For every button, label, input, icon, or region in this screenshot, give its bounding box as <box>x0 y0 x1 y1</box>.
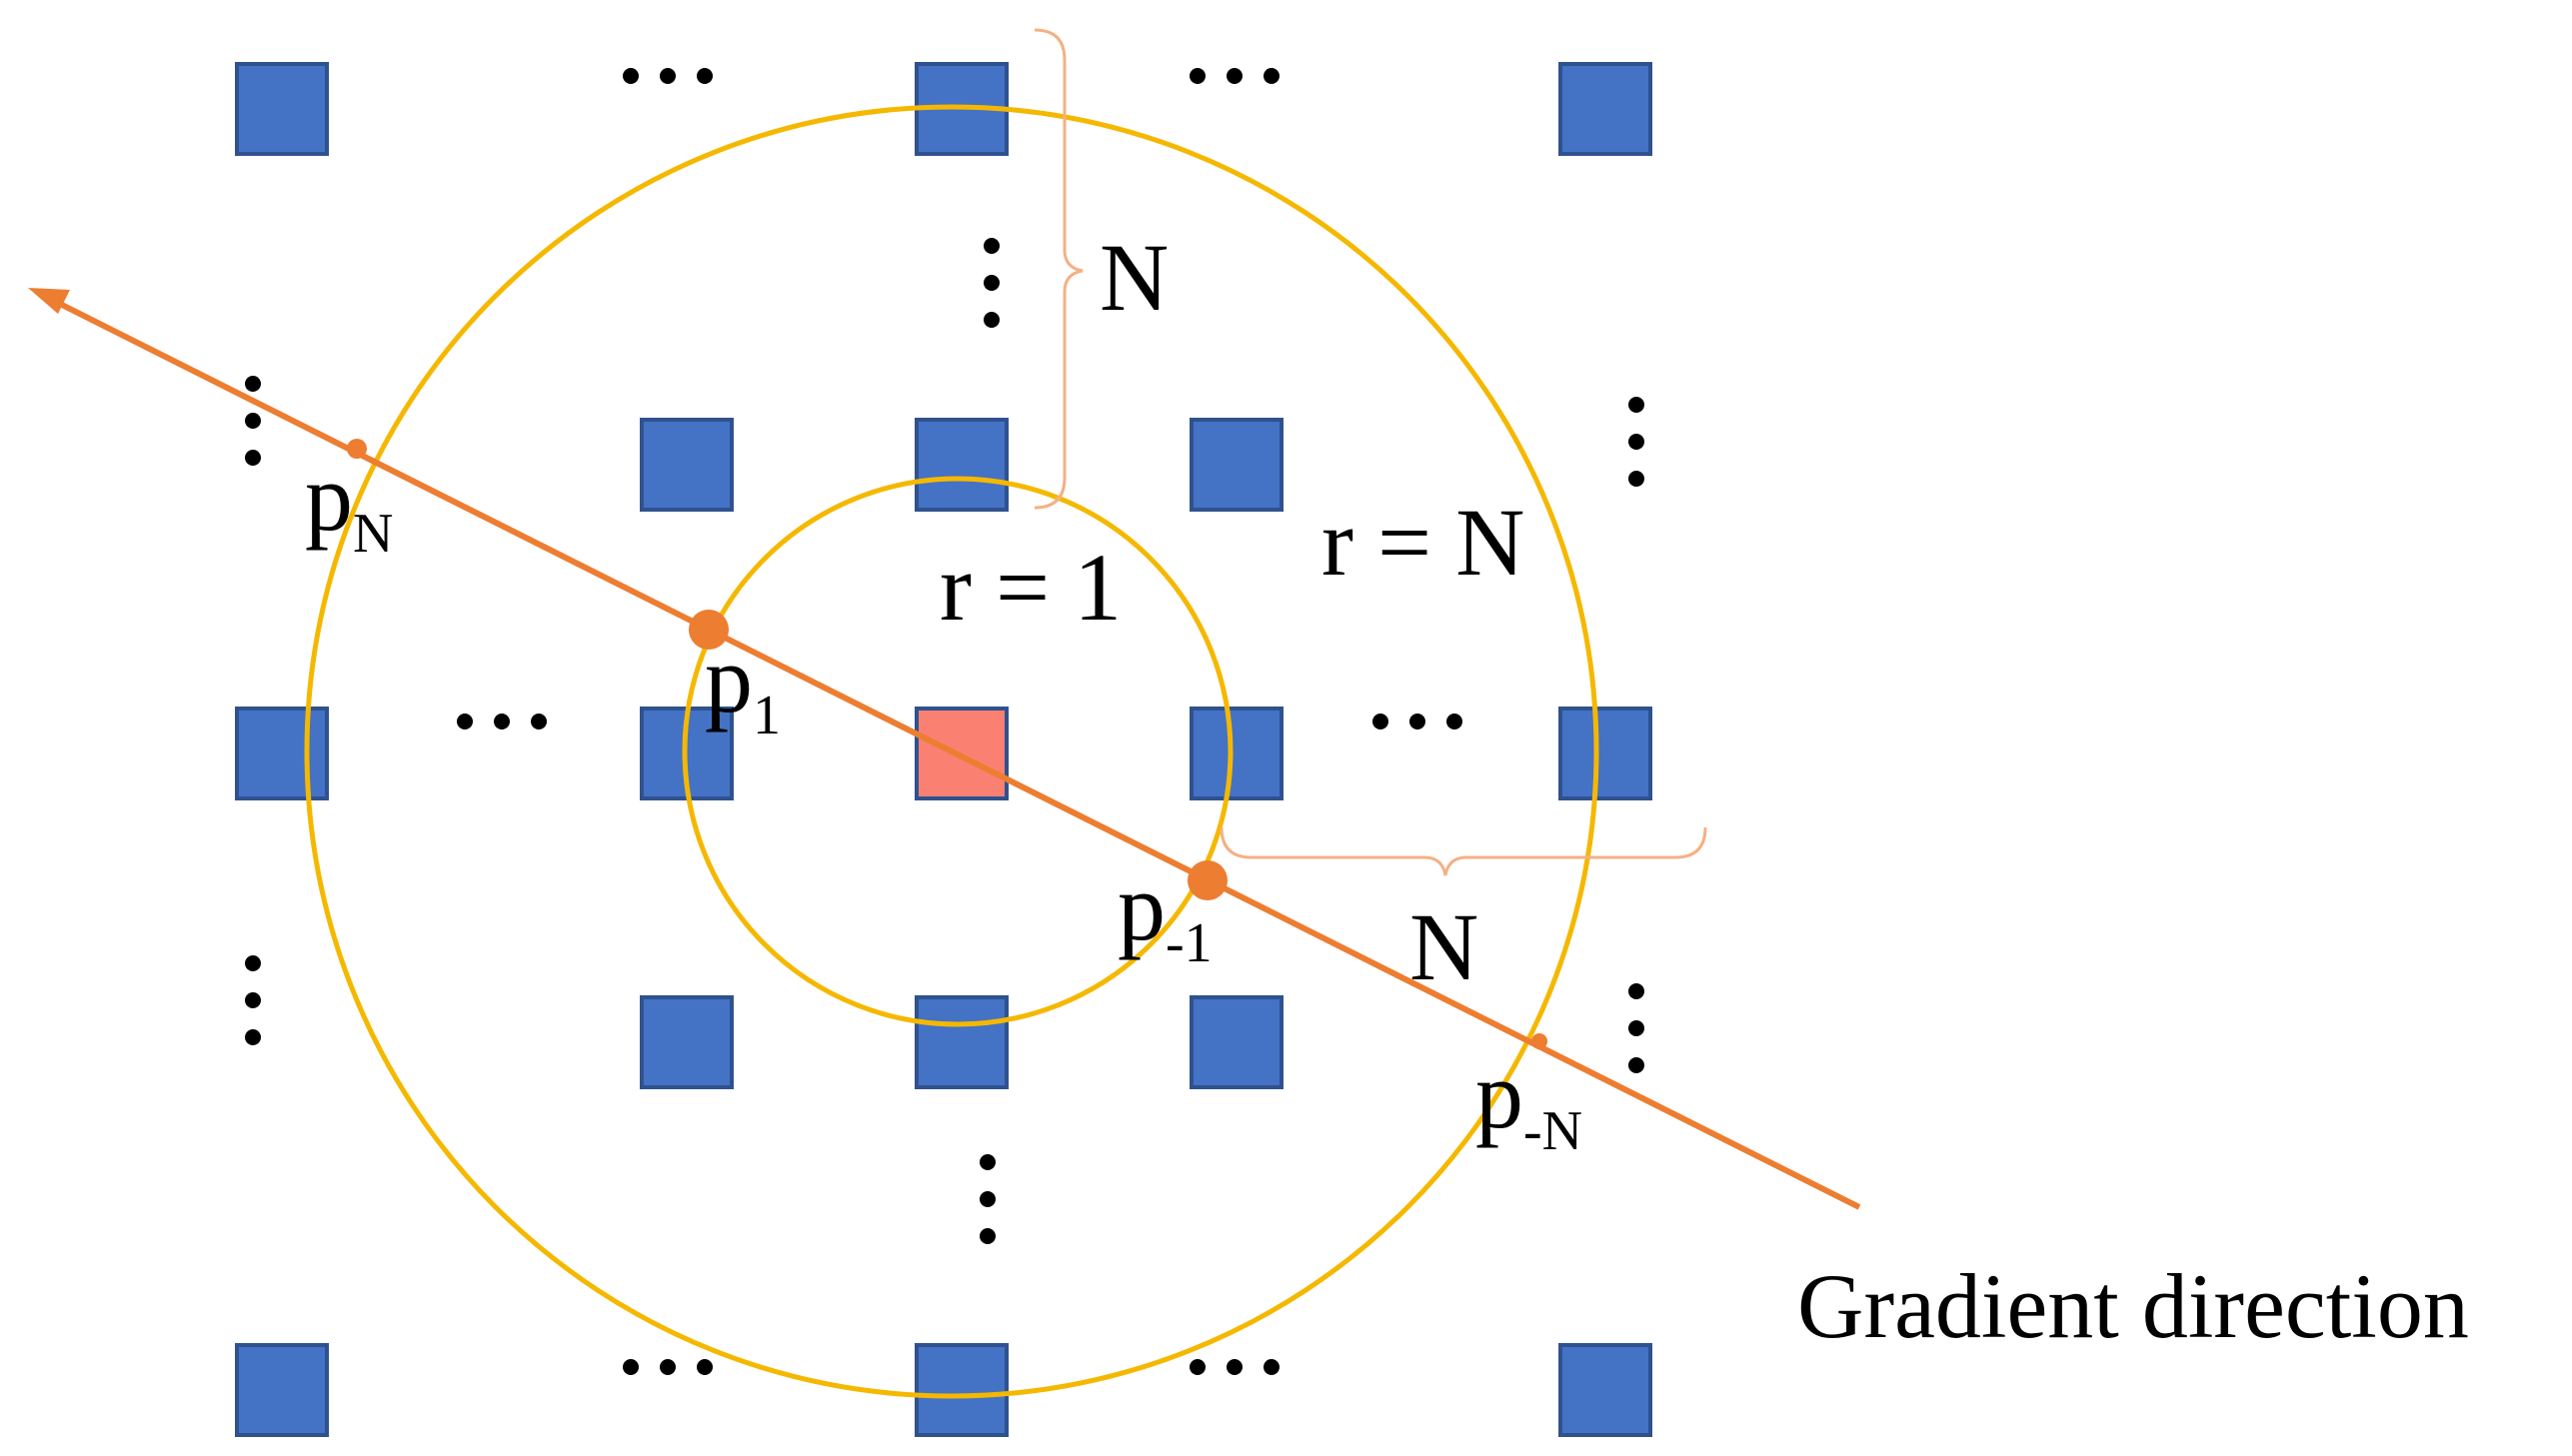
ellipsis-vertical <box>980 1154 996 1244</box>
circle-r-n <box>304 104 1599 1399</box>
ellipsis-horizontal <box>1190 68 1280 84</box>
pixel <box>1558 707 1652 800</box>
ellipsis-horizontal <box>457 714 547 729</box>
point-p-minus-n <box>1531 1033 1547 1049</box>
pixel <box>915 1343 1009 1437</box>
label-p-1: p1 <box>705 626 781 746</box>
ellipsis-vertical <box>984 238 1000 328</box>
pixel <box>1190 995 1284 1089</box>
point-p-1 <box>689 610 729 650</box>
point-p-n <box>347 439 367 459</box>
label-p-minus-n: p-N <box>1475 1041 1582 1162</box>
pixel <box>640 995 734 1089</box>
pixel <box>1558 62 1652 156</box>
label-r-n: r = N <box>1321 489 1524 596</box>
pixel <box>640 418 734 512</box>
ellipsis-vertical <box>1628 397 1644 487</box>
label-r-1: r = 1 <box>940 534 1122 641</box>
label-n-vertical: N <box>1100 224 1169 331</box>
ellipsis-horizontal <box>623 68 713 84</box>
label-n-horizontal: N <box>1409 893 1478 1000</box>
pixel <box>235 62 329 156</box>
horizontal-ellipses <box>457 68 1462 1375</box>
vertical-ellipses <box>245 238 1644 1244</box>
ellipsis-horizontal <box>1372 714 1462 729</box>
pixel-grid <box>235 62 1652 1437</box>
label-p-minus-1: p-1 <box>1118 853 1213 974</box>
pixel <box>235 707 329 800</box>
ellipsis-vertical <box>245 376 261 466</box>
point-p-minus-1 <box>1188 860 1228 900</box>
pixel <box>915 995 1009 1089</box>
label-gradient-direction: Gradient direction <box>1797 1255 2469 1357</box>
pixel <box>1190 418 1284 512</box>
ellipsis-horizontal <box>1190 1359 1280 1375</box>
label-p-n: pN <box>305 444 393 565</box>
ellipsis-vertical <box>245 955 261 1045</box>
pixel <box>1558 1343 1652 1437</box>
pixel <box>1190 707 1284 800</box>
ellipsis-horizontal <box>623 1359 713 1375</box>
ellipsis-vertical <box>1628 983 1644 1073</box>
pixel <box>235 1343 329 1437</box>
pixel <box>915 418 1009 512</box>
gradient-arrow-head <box>28 288 70 314</box>
brace-vertical <box>1034 28 1084 510</box>
brace-horizontal <box>1220 826 1707 876</box>
circle-r-1 <box>682 476 1234 1027</box>
